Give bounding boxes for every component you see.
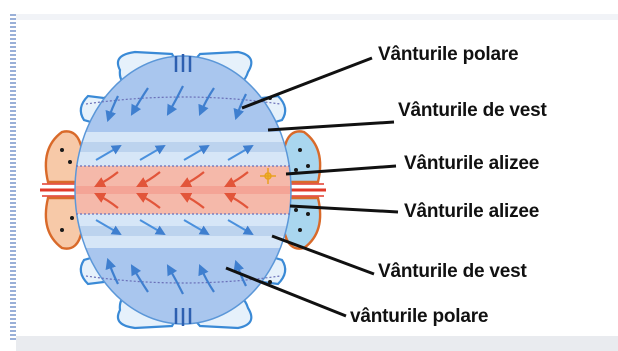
polar-zone-south (70, 248, 300, 330)
label-trade-winds-south: Vânturile alizee (404, 201, 539, 223)
leader-polar-north (242, 58, 372, 108)
polar-zone-north (70, 50, 300, 132)
leader-west-south (272, 236, 374, 274)
leader-west-north (268, 122, 394, 130)
label-polar-winds-north: Vânturile polare (378, 44, 518, 66)
label-westerlies-south: Vânturile de vest (378, 261, 527, 283)
label-polar-winds-south: vânturile polare (350, 306, 488, 328)
globe-bands (70, 50, 300, 330)
label-trade-winds-north: Vânturile alizee (404, 153, 539, 175)
label-westerlies-north: Vânturile de vest (398, 100, 547, 122)
